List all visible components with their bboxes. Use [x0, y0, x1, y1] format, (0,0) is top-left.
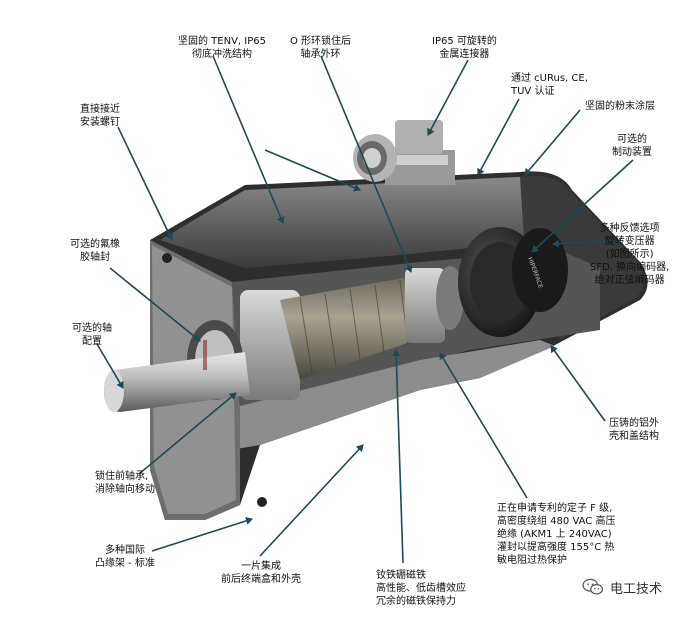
arrow-magnet	[392, 349, 404, 564]
arrow-connector	[427, 59, 469, 136]
label-flange: 多种国际 凸缘架 - 标准	[95, 545, 155, 569]
feedback-resolver	[512, 228, 568, 312]
arrow-bearing	[138, 392, 237, 475]
label-magnet: 钕铁硼磁铁 高性能、低齿槽效应 冗余的磁铁保持力	[376, 570, 466, 607]
motor-illustration: HIPERFACE	[104, 120, 648, 520]
arrow-flange	[151, 517, 253, 552]
arrow-stator	[439, 352, 528, 499]
arrow-feedback	[552, 239, 622, 248]
output-shaft	[104, 352, 250, 412]
arrow-tenv	[212, 55, 285, 224]
arrow-powder	[524, 109, 581, 176]
label-housing: 压铸的铝外 壳和盖结构	[609, 418, 659, 442]
label-connector: IP65 可旋转的 金属连接器	[432, 36, 497, 60]
label-oring: O 形环锁住后 轴承外环	[290, 36, 352, 60]
label-seal: 可选的氟橡 胶轴封	[70, 239, 120, 263]
watermark-text: 电工技术	[610, 581, 663, 597]
label-bearing: 锁住前轴承, 消除轴向移动	[95, 471, 155, 495]
arrow-shaft	[96, 343, 124, 389]
label-tenv: 坚固的 TENV, IP65 彻底冲洗结构	[178, 36, 266, 60]
watermark: 电工技术	[582, 576, 662, 598]
arrow-screws	[117, 126, 174, 241]
label-stator: 正在申请专利的定子 F 级, 高密度绕组 480 VAC 高压 绝缘 (AKM1…	[497, 503, 616, 566]
arrow-oring	[320, 55, 413, 273]
arrow-endcap	[259, 444, 364, 557]
arrow-brake	[531, 159, 634, 253]
label-screws: 直接接近 安装螺钉	[80, 104, 120, 128]
arrow-housing	[550, 345, 606, 422]
wechat-icon	[582, 578, 604, 595]
leader-arrows	[96, 55, 634, 564]
label-powder: 坚固的粉末涂层	[585, 101, 655, 112]
connector-assembly	[353, 120, 455, 185]
label-endcap: 一片集成 前后终端盒和外壳	[221, 561, 301, 585]
arrow-cert	[477, 98, 520, 176]
label-feedback: 多种反馈选项 旋转变压器 (如图所示) SFD, 换向编码器, 绝对正弦编码器	[590, 223, 670, 286]
label-brake: 可选的 制动装置	[612, 134, 652, 158]
arrow-seal	[109, 267, 201, 342]
label-shaft: 可选的轴 配置	[72, 323, 112, 347]
label-cert: 通过 cURus, CE, TUV 认证	[511, 73, 588, 97]
stator-winding-rear	[405, 268, 445, 343]
